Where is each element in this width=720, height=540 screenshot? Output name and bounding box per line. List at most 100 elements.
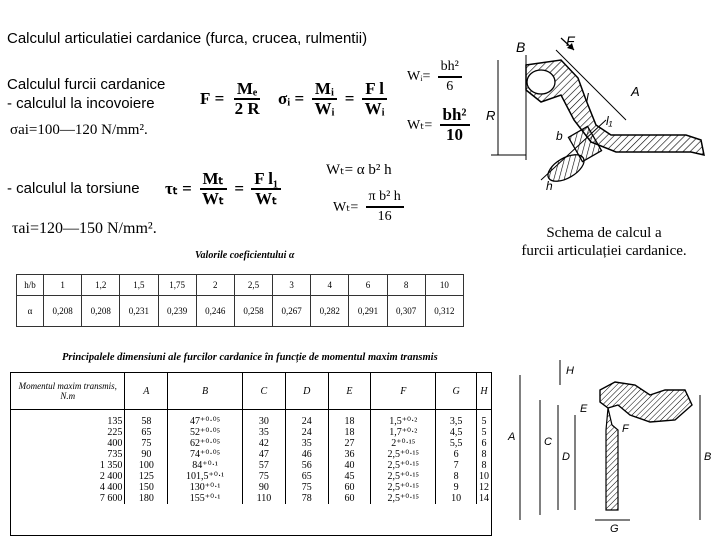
wi-fraction: bh² 6 (437, 58, 462, 96)
table-cell: 2,5⁺⁰·¹⁵ (370, 449, 437, 460)
table-cell: 1,7⁺⁰·² (370, 427, 437, 438)
table-cell: 0,246 (195, 295, 235, 327)
torsion-fraction-1: Mₜ Wₜ (199, 170, 227, 208)
label-a: A (630, 84, 640, 99)
torsion-stress-formula: τₜ = Mₜ Wₜ = F l₁ Wₜ (165, 170, 284, 208)
table-cell: 1 (42, 274, 83, 296)
table-cell: 4 400 (11, 482, 126, 493)
table-cell: 27 (328, 438, 372, 449)
table-cell: 2,5⁺⁰·¹⁵ (370, 493, 437, 504)
table-cell: 24 (285, 409, 329, 427)
table-cell: 2 400 (11, 471, 126, 482)
table-cell: 10 (435, 493, 477, 504)
table-cell: 0,208 (42, 295, 83, 327)
table-cell: 4 (310, 274, 350, 296)
label-r: R (486, 108, 495, 123)
table-cell: 8 (481, 449, 487, 460)
table-cell: 1,5⁺⁰·² (370, 409, 437, 427)
section-title: Calculul furcii cardanice (7, 76, 166, 93)
table-cell: 40 (328, 460, 372, 471)
table-cell: 0,231 (119, 295, 159, 327)
table-cell: 1,2 (81, 274, 121, 296)
table-cell: 125 (124, 471, 169, 482)
force-formula: F = Mₑ 2 R (200, 80, 266, 118)
column-header: H (476, 373, 491, 410)
table-cell: 52⁺⁰·⁰⁵ (167, 427, 243, 438)
table-cell: 101,5⁺⁰·¹ (167, 471, 243, 482)
page-title: Calculul articulatiei cardanice (furca, … (7, 30, 368, 47)
table-cell: 2⁺⁰·¹⁵ (370, 438, 437, 449)
table-cell: 12 (479, 482, 489, 493)
table-cell: 0,239 (157, 295, 197, 327)
ellipse-section (547, 154, 585, 182)
table-cell: 110 (242, 493, 286, 504)
table-cell: 2,5 (233, 274, 274, 296)
diagram-caption: Schema de calcul a furcii articulației c… (494, 224, 714, 260)
table-cell: 6 (435, 449, 477, 460)
table-cell: 90 (124, 449, 169, 460)
table-cell: 75 (242, 471, 286, 482)
table-cell: 58 (124, 409, 169, 427)
table-cell: 75 (285, 482, 329, 493)
equals-sign: = (214, 89, 225, 108)
column-header: Momentul maxim transmis, N.m (11, 373, 126, 410)
table-cell: 2,5⁺⁰·¹⁵ (370, 471, 437, 482)
caption-line-1: Schema de calcul a (546, 225, 662, 241)
yoke-dimension-drawing: H E D C F A B G (507, 360, 711, 535)
table-cell: 65 (285, 471, 329, 482)
table-cell: 57 (242, 460, 286, 471)
table-cell: 130⁺⁰·¹ (167, 482, 243, 493)
table-cell: 3 (272, 274, 312, 296)
table-cell: 7 600 (11, 493, 126, 504)
bore-hole (526, 69, 556, 95)
table-cell: 1,5 (119, 274, 159, 296)
yoke-shaft (605, 407, 619, 511)
table-cell: 0,312 (424, 295, 465, 327)
table-cell: 78 (285, 493, 329, 504)
table-cell: 84⁺⁰·¹ (167, 460, 243, 471)
table-cell: 0,291 (348, 295, 388, 327)
wt-ellipse-fraction: π b² h 16 (365, 188, 404, 226)
label-f: F (566, 33, 576, 49)
table-cell: 2,5⁺⁰·¹⁵ (370, 482, 437, 493)
table-cell: 10 (479, 471, 489, 482)
label-g: G (610, 523, 619, 535)
table-cell: 36 (328, 449, 372, 460)
torsion-modulus-ellipse: Wₜ= π b² h 16 (333, 188, 407, 226)
torsion-fraction-2: F l₁ Wₜ (251, 170, 282, 208)
table-cell: 2,5⁺⁰·¹⁵ (370, 460, 437, 471)
table-cell: 18 (328, 427, 372, 438)
table-row: α 0,208 0,208 0,231 0,239 0,246 0,258 0,… (16, 295, 465, 327)
table-cell: 62⁺⁰·⁰⁵ (167, 438, 243, 449)
table-cell: 56 (285, 460, 329, 471)
fraction-denominator: 16 (377, 209, 392, 224)
label-f: F (622, 423, 630, 435)
table-cell: 1 350 (11, 460, 126, 471)
yoke-profile (599, 381, 693, 423)
equals-sign: = (294, 89, 305, 108)
label-h: h (546, 179, 553, 193)
fraction-numerator: bh² (439, 106, 470, 126)
equals-sign: = (234, 179, 244, 198)
wi-symbol: Wᵢ= (407, 69, 431, 84)
table-cell: 60 (328, 482, 372, 493)
row-label: h/b (16, 274, 44, 296)
wt-fraction: bh² 10 (439, 106, 470, 144)
alpha-coefficient-table: h/b 1 1,2 1,5 1,75 2 2,5 3 4 6 8 10 α 0,… (16, 274, 465, 327)
table-cell: 0,267 (272, 295, 312, 327)
table-cell: 0,282 (310, 295, 350, 327)
label-d: D (562, 451, 570, 463)
fraction-denominator: 10 (446, 125, 463, 144)
fraction-numerator: Mₜ (199, 170, 227, 190)
table-cell: 46 (285, 449, 329, 460)
bending-fraction-2: F l Wᵢ (362, 80, 388, 118)
yoke-section (525, 59, 705, 156)
wt-symbol: Wₜ= (407, 117, 433, 133)
table-cell: 225 (11, 427, 126, 438)
bending-label: - calculul la incovoiere (7, 95, 155, 112)
fraction-numerator: π b² h (365, 188, 404, 208)
table-cell: 8 (435, 471, 477, 482)
